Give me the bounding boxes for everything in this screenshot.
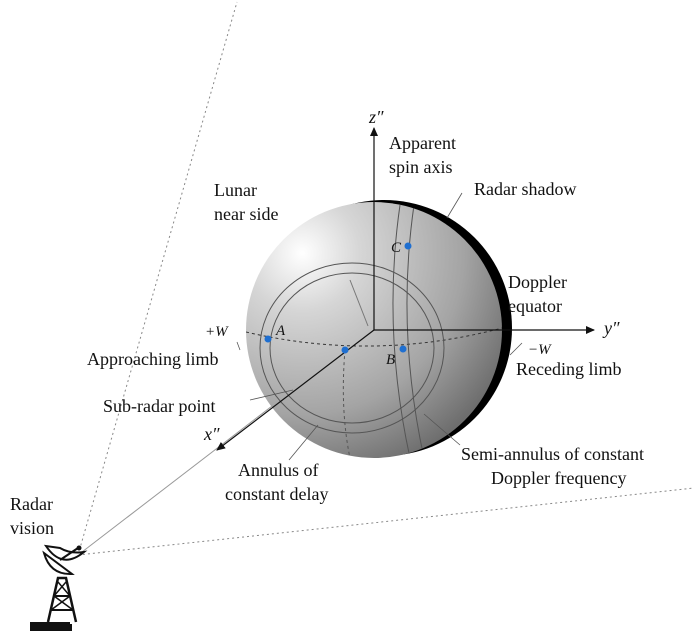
radar-antenna-icon: [30, 544, 88, 631]
doppler-equator-label-1: Doppler: [508, 272, 567, 292]
point-c-marker: [404, 242, 412, 250]
plus-w-label: +W: [205, 324, 229, 340]
annulus-label-2: constant delay: [225, 484, 328, 504]
receding-limb-label: Receding limb: [516, 359, 621, 379]
apparent-spin-axis-label-1: Apparent: [389, 133, 456, 153]
approaching-limb-leader: [236, 341, 241, 351]
apparent-spin-axis-label-2: spin axis: [389, 157, 453, 177]
receding-limb-leader: [509, 342, 523, 356]
approaching-limb-label: Approaching limb: [87, 349, 218, 369]
field-of-view-upper-line: [77, 1, 238, 556]
sub-radar-leader: [249, 389, 294, 401]
radar-vision-label-2: vision: [10, 518, 54, 538]
semi-annulus-label-1: Semi-annulus of constant: [461, 444, 644, 464]
annulus-label-1: Annulus of: [238, 460, 319, 480]
inner-projection-line: [349, 279, 369, 327]
annulus-outer-ring: [259, 262, 445, 434]
lunar-near-side-label-2: near side: [214, 204, 278, 224]
annulus-leader: [288, 424, 319, 461]
point-a-label: A: [275, 323, 286, 339]
point-c-label: C: [391, 240, 402, 256]
field-of-view-lower-line: [77, 487, 695, 556]
sub-radar-point-marker: [341, 346, 349, 354]
semi-annulus-right-arc: [406, 204, 425, 458]
minus-w-label: −W: [528, 342, 552, 358]
semi-annulus-left-arc: [392, 204, 411, 458]
z-axis-label: z″: [368, 107, 384, 127]
radar-vision-label-1: Radar: [10, 494, 53, 514]
point-b-marker: [399, 345, 407, 353]
hidden-meridian: [342, 349, 351, 458]
point-b-label: B: [386, 352, 395, 368]
annulus-inner-ring: [269, 272, 435, 424]
y-axis-label: y″: [602, 318, 620, 338]
semi-annulus-label-2: Doppler frequency: [491, 468, 626, 488]
semi-annulus-leader: [423, 413, 461, 446]
point-a-marker: [264, 335, 272, 343]
radar-shadow-leader: [446, 192, 463, 219]
x-axis-label: x″: [203, 424, 220, 444]
sub-radar-point-label: Sub-radar point: [103, 396, 215, 416]
radar-shadow-label: Radar shadow: [474, 179, 576, 199]
doppler-equator-label-2: equator: [508, 296, 562, 316]
sphere-surface-lines: [246, 204, 502, 458]
lunar-near-side-label-1: Lunar: [214, 180, 257, 200]
